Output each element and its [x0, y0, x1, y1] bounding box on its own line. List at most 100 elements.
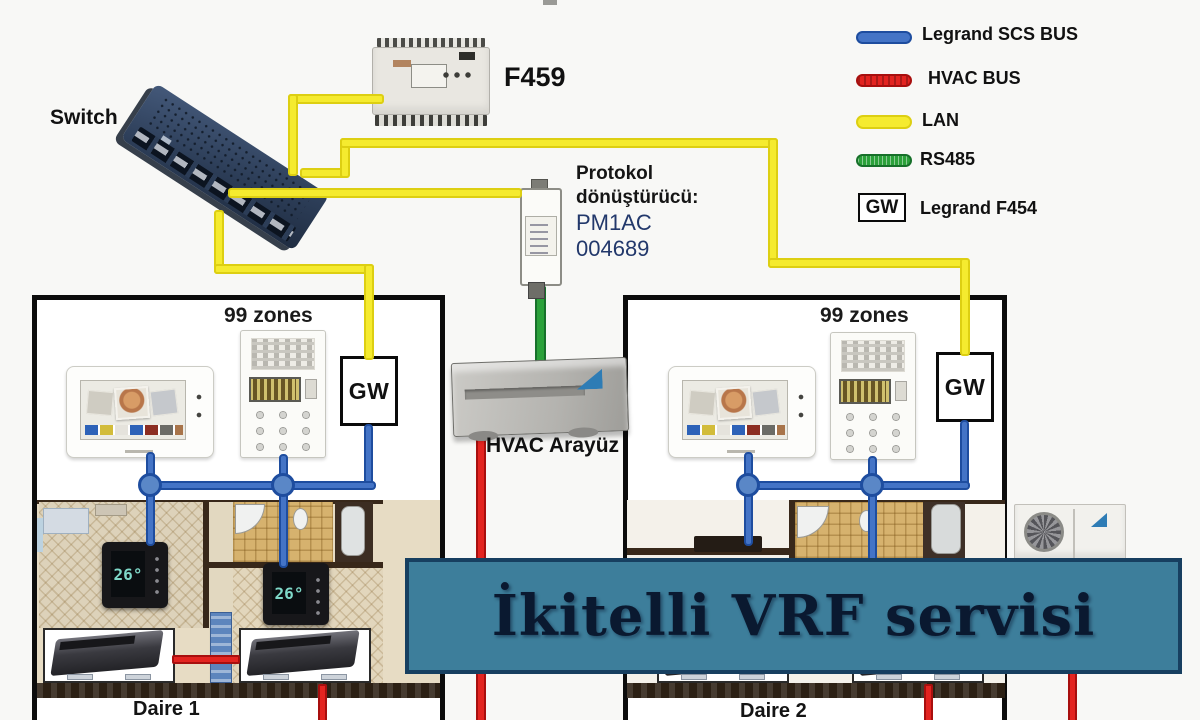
hallway-rug: [210, 612, 232, 683]
touchscreen-display: [682, 380, 788, 440]
protocol-converter-serial: 004689: [576, 236, 650, 261]
gateway-box: GW: [936, 352, 994, 422]
f459-usb-port: [459, 52, 475, 60]
wall: [37, 683, 440, 698]
keypad-buttons: [249, 407, 317, 451]
lan-wire-segment: [214, 264, 374, 274]
touchscreen-buttons: [192, 389, 206, 425]
scs-bus-wire-segment: [146, 481, 376, 490]
legend-gateway-box-label: GW: [865, 196, 899, 218]
scs-bus-junction: [736, 473, 760, 497]
terminal-strip: [377, 38, 485, 47]
scs-bus-junction: [271, 473, 295, 497]
scs-bus-wire-segment: [868, 488, 877, 568]
pm-label-window: [525, 216, 557, 256]
lan-wire-segment: [228, 188, 522, 198]
photo-thumbnail: [688, 389, 716, 417]
touchscreen-panel: [668, 366, 816, 458]
keypad-buttons: [839, 409, 907, 453]
photo-portrait: [113, 385, 151, 421]
keypad-side-button: [895, 381, 907, 401]
legend-label-scs-bus: Legrand SCS BUS: [922, 24, 1079, 44]
thermostat-temp: 26°: [274, 583, 304, 603]
zones-label: 99 zones: [820, 304, 909, 327]
hvac-bus-wire-segment: [924, 684, 933, 720]
gateway-box: GW: [340, 356, 398, 426]
zones-label: 99 zones: [224, 304, 313, 327]
protocol-converter-model: PM1AC: [576, 210, 652, 235]
lan-wire-segment: [288, 94, 298, 176]
photo-thumbnail: [149, 388, 179, 417]
scs-bus-junction: [860, 473, 884, 497]
ac-foot: [263, 674, 289, 680]
speaker-grille: [841, 340, 905, 372]
scs-bus-wire-segment: [960, 420, 969, 488]
terminal-strip: [375, 115, 487, 126]
daikin-logo: [1091, 513, 1107, 527]
apartment-name: Daire 1: [133, 698, 200, 720]
title-banner: İkitelli VRF servisi: [405, 558, 1182, 674]
gateway-label: GW: [348, 377, 390, 404]
switch-body: [120, 83, 330, 251]
ducted-ac-unit: [50, 629, 164, 677]
ac-foot: [321, 674, 347, 680]
din-connector: [528, 282, 545, 299]
legend-label-rs485: RS485: [920, 149, 976, 169]
keypad-side-button: [305, 379, 317, 399]
legend-gateway-box: GW: [858, 193, 906, 222]
speaker-grille: [251, 338, 315, 370]
photo-thumbnail: [86, 389, 114, 417]
keypad-display: [249, 377, 301, 402]
brand-mark: [727, 450, 755, 453]
wall: [627, 683, 1005, 698]
thermostat-buttons: [152, 554, 162, 598]
title-banner-text: İkitelli VRF servisi: [491, 583, 1096, 649]
zone-keypad: [830, 332, 916, 460]
hvac-interface-label: HVAC Arayüz: [486, 434, 620, 457]
scs-bus-junction: [138, 473, 162, 497]
touchscreen-display: [80, 380, 186, 440]
panel-seam: [1073, 509, 1075, 559]
keypad-display: [839, 379, 891, 404]
lan-wire-segment: [288, 94, 384, 104]
lan-wire-segment: [340, 138, 778, 148]
scs-bus-wire-segment: [364, 424, 373, 488]
touchscreen-panel: [66, 366, 214, 458]
protocol-converter-title-line2: dönüştürücü:: [576, 187, 699, 208]
ac-foot: [67, 674, 93, 680]
legend-swatch-rs485: [856, 154, 912, 167]
protocol-converter-device: [520, 179, 562, 299]
ac-foot: [876, 674, 902, 680]
indoor-ac-unit-box: [239, 628, 371, 683]
lan-wire-segment: [768, 138, 778, 268]
thermostat: 26°: [102, 542, 168, 608]
legend-swatch-scs-bus: [856, 31, 912, 44]
gateway-label: GW: [944, 373, 986, 400]
hvac-bus-wire-segment: [318, 684, 327, 720]
window: [37, 518, 43, 552]
brand-mark: [125, 450, 153, 453]
lan-wire-segment: [960, 258, 970, 356]
thermostat-display: 26°: [272, 572, 306, 614]
dresser: [95, 504, 127, 516]
thermostat-display: 26°: [111, 551, 145, 597]
bathtub: [341, 506, 365, 556]
hvac-seam: [464, 385, 585, 400]
legend-label-gateway: Legrand F454: [920, 198, 1038, 218]
app-icon-row: [687, 425, 785, 435]
f459-device: [372, 38, 490, 126]
f459-logo: [393, 60, 411, 67]
top-edge-artifact: [543, 0, 557, 5]
legend-swatch-hvac-bus: [856, 74, 912, 87]
hvac-interface-device: [450, 356, 630, 442]
thermostat: 26°: [263, 563, 329, 625]
fan-grille: [1024, 512, 1064, 552]
bed: [43, 508, 89, 534]
ac-foot: [739, 674, 765, 680]
legend-label-lan: LAN: [922, 110, 959, 130]
outdoor-vrf-unit: [1014, 504, 1126, 562]
hvac-bus-wire-segment: [172, 655, 240, 664]
lan-wire-segment: [768, 258, 968, 268]
protocol-converter-title-line1: Protokol: [576, 163, 654, 184]
